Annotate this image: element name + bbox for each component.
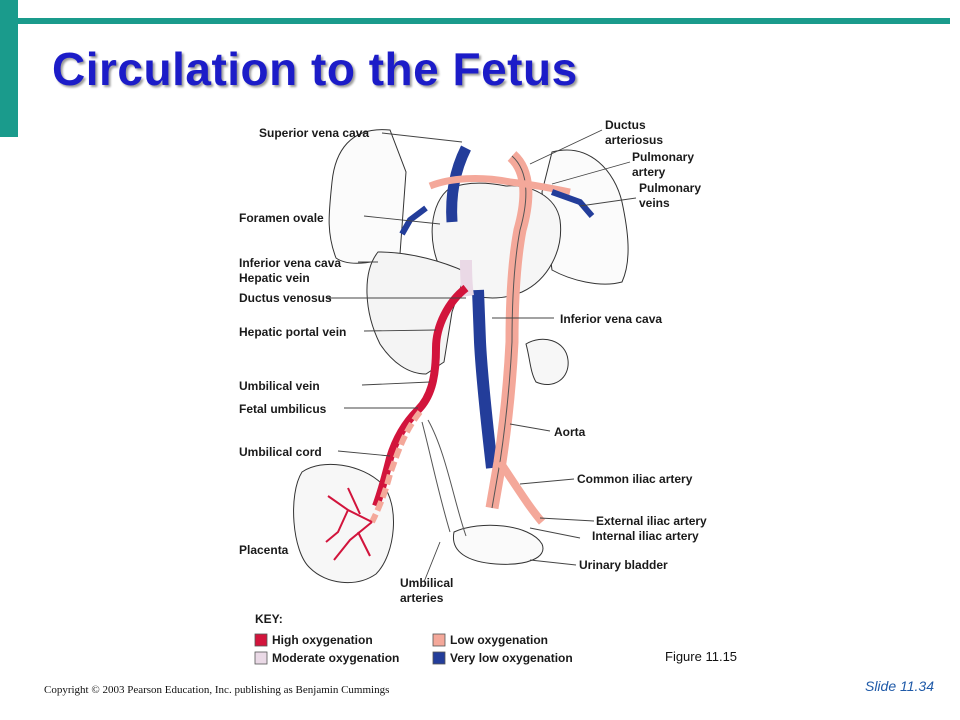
- fetal-circulation-diagram: Superior vena cava Foramen ovale Inferio…: [239, 118, 707, 665]
- right-lung: [328, 129, 407, 264]
- label-umbilical-arteries-line1: Umbilical: [400, 576, 453, 590]
- figure-label: Figure 11.15: [665, 649, 738, 664]
- label-common-iliac-artery: Common iliac artery: [577, 472, 693, 486]
- left-lung: [541, 149, 629, 285]
- label-ductus-arteriosus-line2: arteriosus: [605, 133, 663, 147]
- label-hepatic-vein: Hepatic vein: [239, 271, 310, 285]
- label-ductus-venosus: Ductus venosus: [239, 291, 332, 305]
- label-umbilical-arteries-line2: arteries: [400, 591, 444, 605]
- right-pulmonary-veins: [399, 205, 428, 236]
- label-inferior-vena-cava-right: Inferior vena cava: [560, 312, 662, 326]
- label-ductus-arteriosus-line1: Ductus: [605, 118, 646, 132]
- slide-number: Slide 11.34: [864, 678, 934, 694]
- accent-bar-top: [18, 18, 950, 24]
- label-foramen-ovale: Foramen ovale: [239, 211, 324, 225]
- label-umbilical-cord: Umbilical cord: [239, 445, 322, 459]
- iliac-artery-vessel: [496, 459, 546, 525]
- key-swatch-moderate-oxygenation: [254, 651, 268, 665]
- label-fetal-umbilicus: Fetal umbilicus: [239, 402, 327, 416]
- key-swatch-very-low-oxygenation: [432, 651, 446, 665]
- label-pulmonary-artery-line1: Pulmonary: [632, 150, 694, 164]
- umbilical-artery-right: [427, 419, 467, 537]
- label-internal-iliac-artery: Internal iliac artery: [592, 529, 699, 543]
- pulmonary-artery-vessel: [428, 175, 571, 196]
- leader-lines: [326, 129, 637, 583]
- label-hepatic-portal-vein: Hepatic portal vein: [239, 325, 346, 339]
- placenta-disc: [293, 463, 394, 584]
- color-key: KEY: High oxygenation Moderate oxygenati…: [254, 612, 573, 665]
- slide-title: Circulation to the Fetus: [52, 43, 578, 95]
- aorta-outline: [491, 155, 527, 509]
- pulmonary-veins-vessel: [550, 189, 595, 218]
- inferior-vena-cava-vessel: [472, 289, 498, 469]
- label-external-iliac-artery: External iliac artery: [596, 514, 707, 528]
- key-title: KEY:: [255, 612, 283, 626]
- label-umbilical-vein: Umbilical vein: [239, 379, 320, 393]
- bladder: [452, 524, 544, 565]
- accent-bar-left: [0, 0, 18, 137]
- label-superior-vena-cava: Superior vena cava: [259, 126, 369, 140]
- placenta-vessels: [325, 487, 373, 561]
- key-swatch-low-oxygenation: [432, 633, 446, 647]
- umbilical-artery-left: [421, 421, 451, 533]
- copyright-notice: Copyright © 2003 Pearson Education, Inc.…: [44, 684, 390, 696]
- key-label-very-low-oxygenation: Very low oxygenation: [450, 651, 573, 665]
- kidney: [525, 338, 569, 385]
- umbilical-cord: [369, 410, 423, 524]
- label-urinary-bladder: Urinary bladder: [579, 558, 668, 572]
- key-label-low-oxygenation: Low oxygenation: [450, 633, 548, 647]
- ductus-venosus-vessel: [460, 259, 474, 297]
- liver: [366, 251, 467, 375]
- key-swatch-high-oxygenation: [254, 633, 268, 647]
- label-pulmonary-veins-line2: veins: [639, 196, 670, 210]
- label-placenta: Placenta: [239, 543, 289, 557]
- label-aorta: Aorta: [554, 425, 586, 439]
- label-pulmonary-artery-line2: artery: [632, 165, 666, 179]
- label-inferior-vena-cava-upper: Inferior vena cava: [239, 256, 341, 270]
- label-pulmonary-veins-line1: Pulmonary: [639, 181, 701, 195]
- key-label-high-oxygenation: High oxygenation: [272, 633, 373, 647]
- key-label-moderate-oxygenation: Moderate oxygenation: [272, 651, 399, 665]
- diagram-outlines: [293, 129, 629, 584]
- umbilical-vein-vessel: [372, 284, 469, 508]
